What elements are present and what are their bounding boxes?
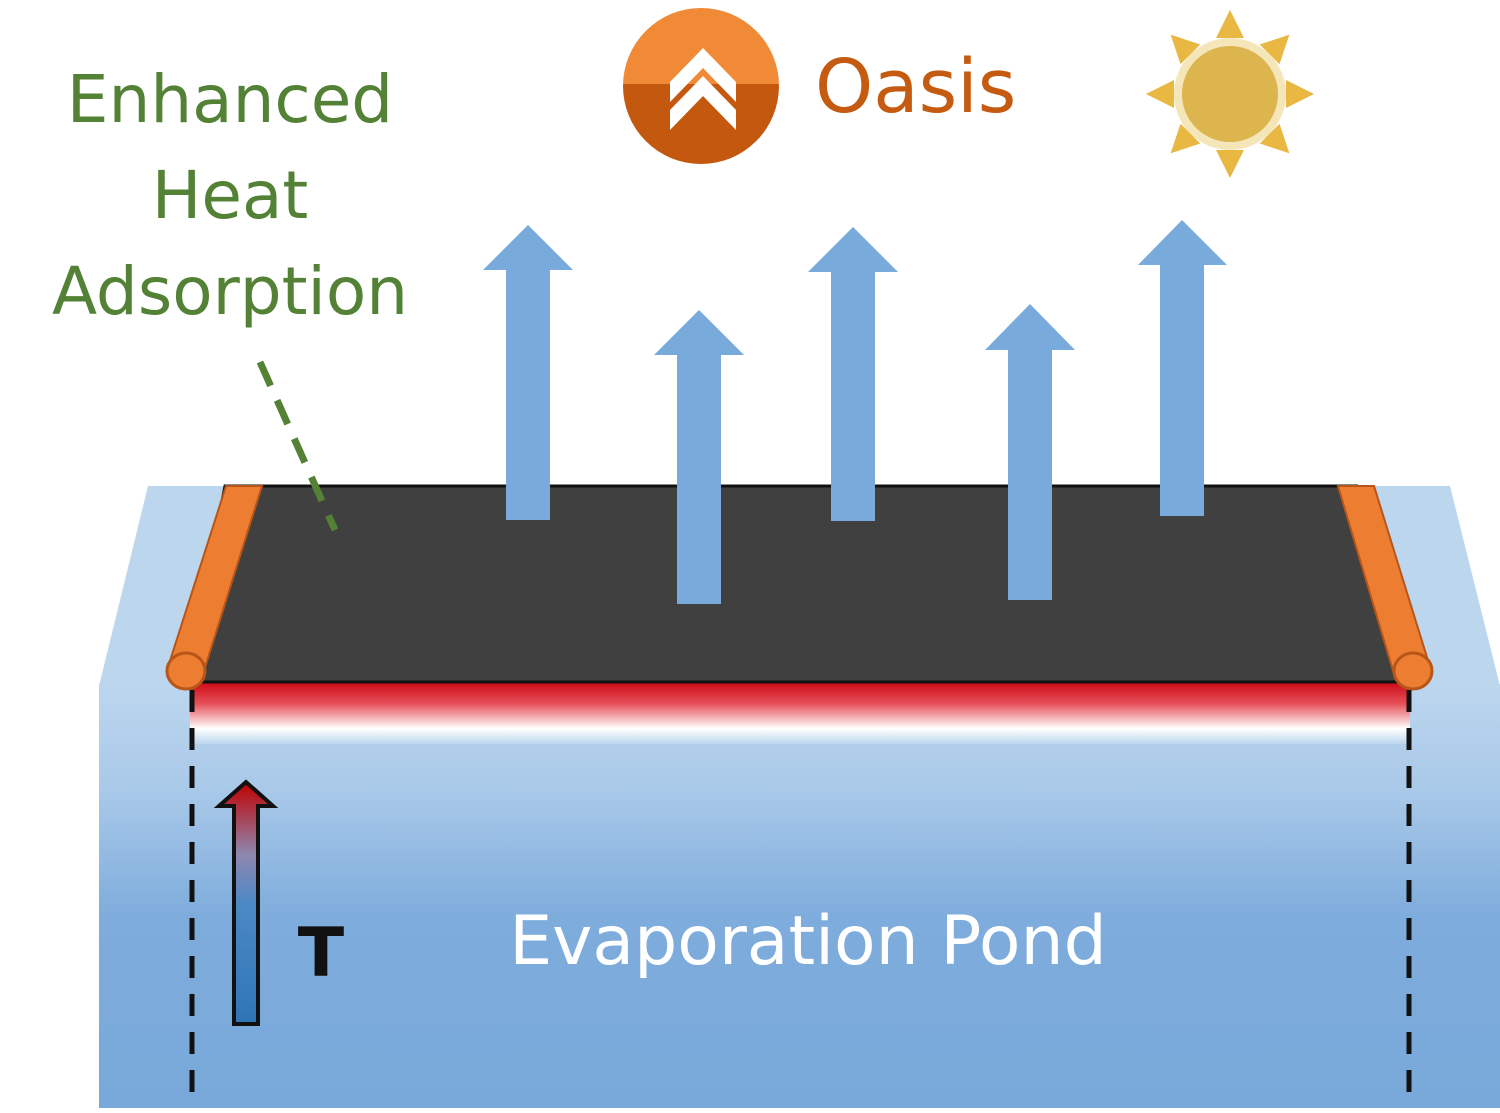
vapor-arrow-2 — [654, 310, 744, 604]
enhanced-label-line2: Heat — [152, 157, 309, 234]
vapor-arrow-1 — [483, 225, 573, 520]
pond-label: Evaporation Pond — [509, 902, 1107, 981]
right-float — [1336, 485, 1434, 691]
enhanced-label-line3: Adsorption — [52, 253, 408, 330]
black-mat — [184, 484, 1414, 684]
sun-icon — [1146, 10, 1314, 178]
temperature-arrow-icon — [213, 779, 279, 1026]
vapor-arrow-5 — [1138, 220, 1227, 516]
pointer-dashed-line — [256, 360, 339, 532]
vapor-arrow-3 — [808, 227, 898, 521]
brand-name: Oasis — [815, 44, 1016, 130]
temperature-label: T — [298, 914, 345, 993]
enhanced-label-line1: Enhanced — [67, 61, 393, 138]
pond-front-face — [99, 684, 1500, 1108]
double-chevron-up-icon — [670, 48, 736, 130]
heat-layer — [190, 682, 1410, 744]
left-float — [165, 485, 264, 691]
oasis-logo — [623, 8, 779, 164]
vapor-arrow-4 — [985, 304, 1075, 600]
